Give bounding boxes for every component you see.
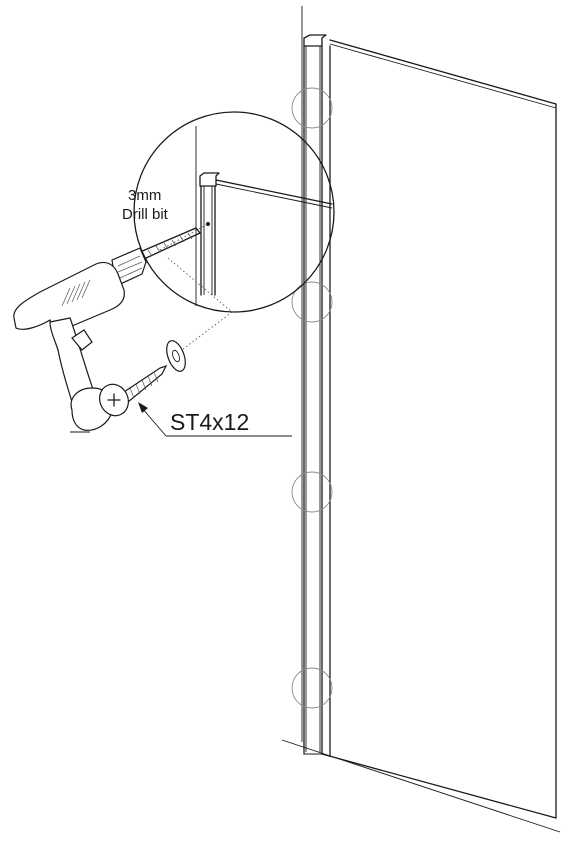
screw-position-marker <box>291 87 333 129</box>
screw-position-marker <box>291 667 333 709</box>
wall <box>281 6 561 833</box>
guide-lines <box>159 223 233 351</box>
washer-icon <box>166 340 186 372</box>
screw-position-marker <box>291 281 333 323</box>
screw-spec-label: ST4x12 <box>170 409 249 435</box>
screw-position-marker <box>291 471 333 513</box>
drill-bit <box>139 227 201 260</box>
screw-position-markers <box>291 87 333 709</box>
glass-panel <box>321 39 557 819</box>
screw-icon <box>99 364 168 417</box>
detail-circle <box>133 111 335 313</box>
drill-size-label: 3mm <box>128 187 161 204</box>
wall-profile <box>303 34 327 755</box>
drill-bit-label: Drill bit <box>122 206 169 223</box>
screw-label-leader <box>138 402 292 437</box>
